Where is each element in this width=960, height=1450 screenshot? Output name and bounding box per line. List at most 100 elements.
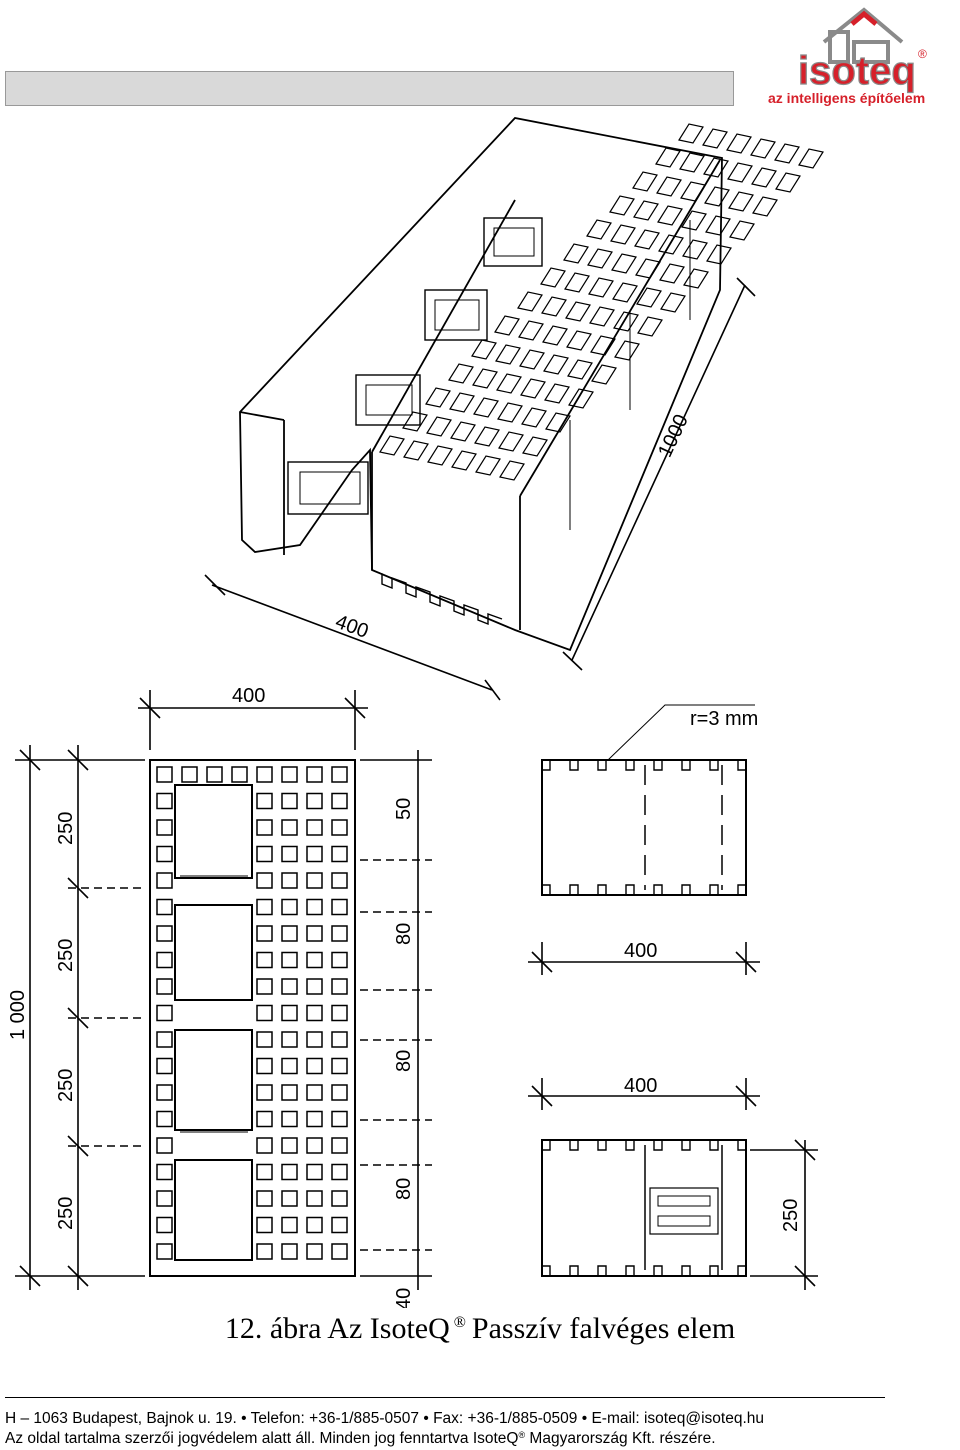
plan-grid-cell	[281, 1216, 298, 1234]
plan-grid-cell	[331, 1084, 348, 1101]
plan-grid-cell	[156, 819, 173, 836]
plan-grid-cell	[306, 845, 323, 863]
plan-grid-cell	[156, 872, 173, 889]
plan-grid-cell	[156, 766, 173, 783]
plan-grid-cell	[281, 1004, 298, 1022]
iso-grid-cell	[659, 263, 685, 284]
iso-grid-cell	[543, 354, 569, 375]
plan-grid-cell	[281, 1057, 298, 1075]
iso-grid-cell	[450, 421, 476, 442]
plan-grid-cell	[256, 1163, 273, 1181]
plan-grid-cell	[306, 978, 323, 995]
iso-grid-cell	[544, 383, 570, 404]
plan-grid-cell	[281, 951, 298, 969]
iso-grid-cell	[473, 397, 499, 418]
isoteq-logo: isoteq ®	[797, 7, 927, 94]
plan-grid-cell	[206, 766, 223, 783]
plan-grid-cell	[156, 792, 173, 810]
iso-grid-cell	[521, 407, 547, 428]
iso-grid-cell	[427, 445, 453, 466]
iso-grid-cell	[403, 440, 429, 461]
iso-grid-cell	[657, 205, 683, 226]
plan-seg-1: 250	[55, 812, 77, 845]
iso-grid-cell	[750, 138, 776, 159]
iso-grid-cell	[752, 196, 778, 217]
caption-suffix: Passzív falvéges elem	[471, 1312, 736, 1345]
iso-grid-cell	[494, 315, 520, 336]
plan-grid-cell	[306, 1216, 323, 1234]
plan-grid-cell	[156, 845, 173, 863]
plan-grid-cell	[256, 872, 273, 889]
caption-registered: ®	[453, 1314, 466, 1331]
iso-grid-cell	[471, 339, 497, 360]
plan-grid-cell	[156, 1243, 173, 1260]
figure-caption: 12. ábra Az IsoteQ®Passzív falvéges elem	[0, 1312, 960, 1346]
iso-grid-cell	[520, 378, 546, 399]
plan-grid-cell	[331, 792, 348, 810]
logo-registered: ®	[918, 47, 927, 61]
iso-grid-cell	[683, 268, 709, 289]
plan-grid-cell	[156, 951, 173, 969]
footer-divider	[5, 1397, 885, 1398]
plan-grid-cell	[306, 1137, 323, 1154]
plan-grid-cell	[281, 1243, 298, 1260]
side-height: 250	[780, 1199, 802, 1232]
iso-grid-cell	[729, 220, 755, 241]
iso-grid-cell	[612, 282, 638, 303]
plan-grid-cell	[156, 898, 173, 916]
plan-grid-cell	[331, 1110, 348, 1128]
iso-dim-width	[204, 574, 501, 701]
iso-grid-cell	[425, 387, 451, 408]
plan-grid-cell	[331, 978, 348, 995]
plan-grid-cell	[306, 766, 323, 783]
iso-grid-cell	[448, 363, 474, 384]
iso-grid-cell	[614, 340, 640, 361]
plan-grid-cell	[331, 1163, 348, 1181]
plan-view	[149, 759, 356, 1277]
iso-grid-cell	[679, 152, 705, 173]
plan-grid-cell	[331, 1216, 348, 1234]
iso-grid-cell	[498, 431, 524, 452]
iso-grid-cell	[751, 167, 777, 188]
footer-contact: H – 1063 Budapest, Bajnok u. 19. • Telef…	[5, 1410, 764, 1427]
iso-grid-cell	[474, 426, 500, 447]
isometric-block	[239, 117, 824, 652]
iso-grid-cell	[660, 292, 686, 313]
plan-grid-cell	[281, 819, 298, 836]
iso-grid-cell	[402, 411, 428, 432]
iso-grid-cell	[681, 210, 707, 231]
plan-grid-cell	[156, 1057, 173, 1075]
iso-grid-cell	[775, 172, 801, 193]
plan-grid-cell	[306, 792, 323, 810]
plan-grid-cell	[256, 978, 273, 995]
iso-dim-length	[562, 277, 756, 671]
plan-grid-cell	[256, 1216, 273, 1234]
iso-grid-cell	[496, 373, 522, 394]
iso-grid-cell	[632, 171, 658, 192]
iso-grid-cell	[658, 234, 684, 255]
plan-seg-80-a: 80	[393, 923, 415, 945]
iso-grid-cell	[518, 320, 544, 341]
plan-grid-cell	[306, 925, 323, 942]
iso-grid-cell	[591, 364, 617, 385]
plan-grid-cell	[156, 1137, 173, 1154]
iso-grid-cell	[678, 123, 704, 144]
iso-grid-cell	[472, 368, 498, 389]
iso-grid-cell	[634, 229, 660, 250]
iso-grid-cell	[705, 215, 731, 236]
plan-seg-4: 250	[55, 1197, 77, 1230]
side-width-a: 400	[624, 940, 657, 962]
iso-grid-cell	[798, 148, 824, 169]
plan-grid-cell	[156, 1216, 173, 1234]
plan-seg-50: 50	[393, 798, 415, 820]
side-view-top	[541, 704, 755, 896]
plan-grid-cell	[256, 766, 273, 783]
iso-grid-cell	[587, 248, 613, 269]
footer-copyright: Az oldal tartalma szerzői jogvédelem ala…	[5, 1430, 716, 1448]
iso-grid-cell	[563, 243, 589, 264]
iso-grid-cell	[655, 147, 681, 168]
plan-seg-40: 40	[393, 1288, 415, 1308]
plan-grid-cell	[256, 951, 273, 969]
plan-grid-cell	[306, 1084, 323, 1101]
plan-grid-cell	[306, 1110, 323, 1128]
